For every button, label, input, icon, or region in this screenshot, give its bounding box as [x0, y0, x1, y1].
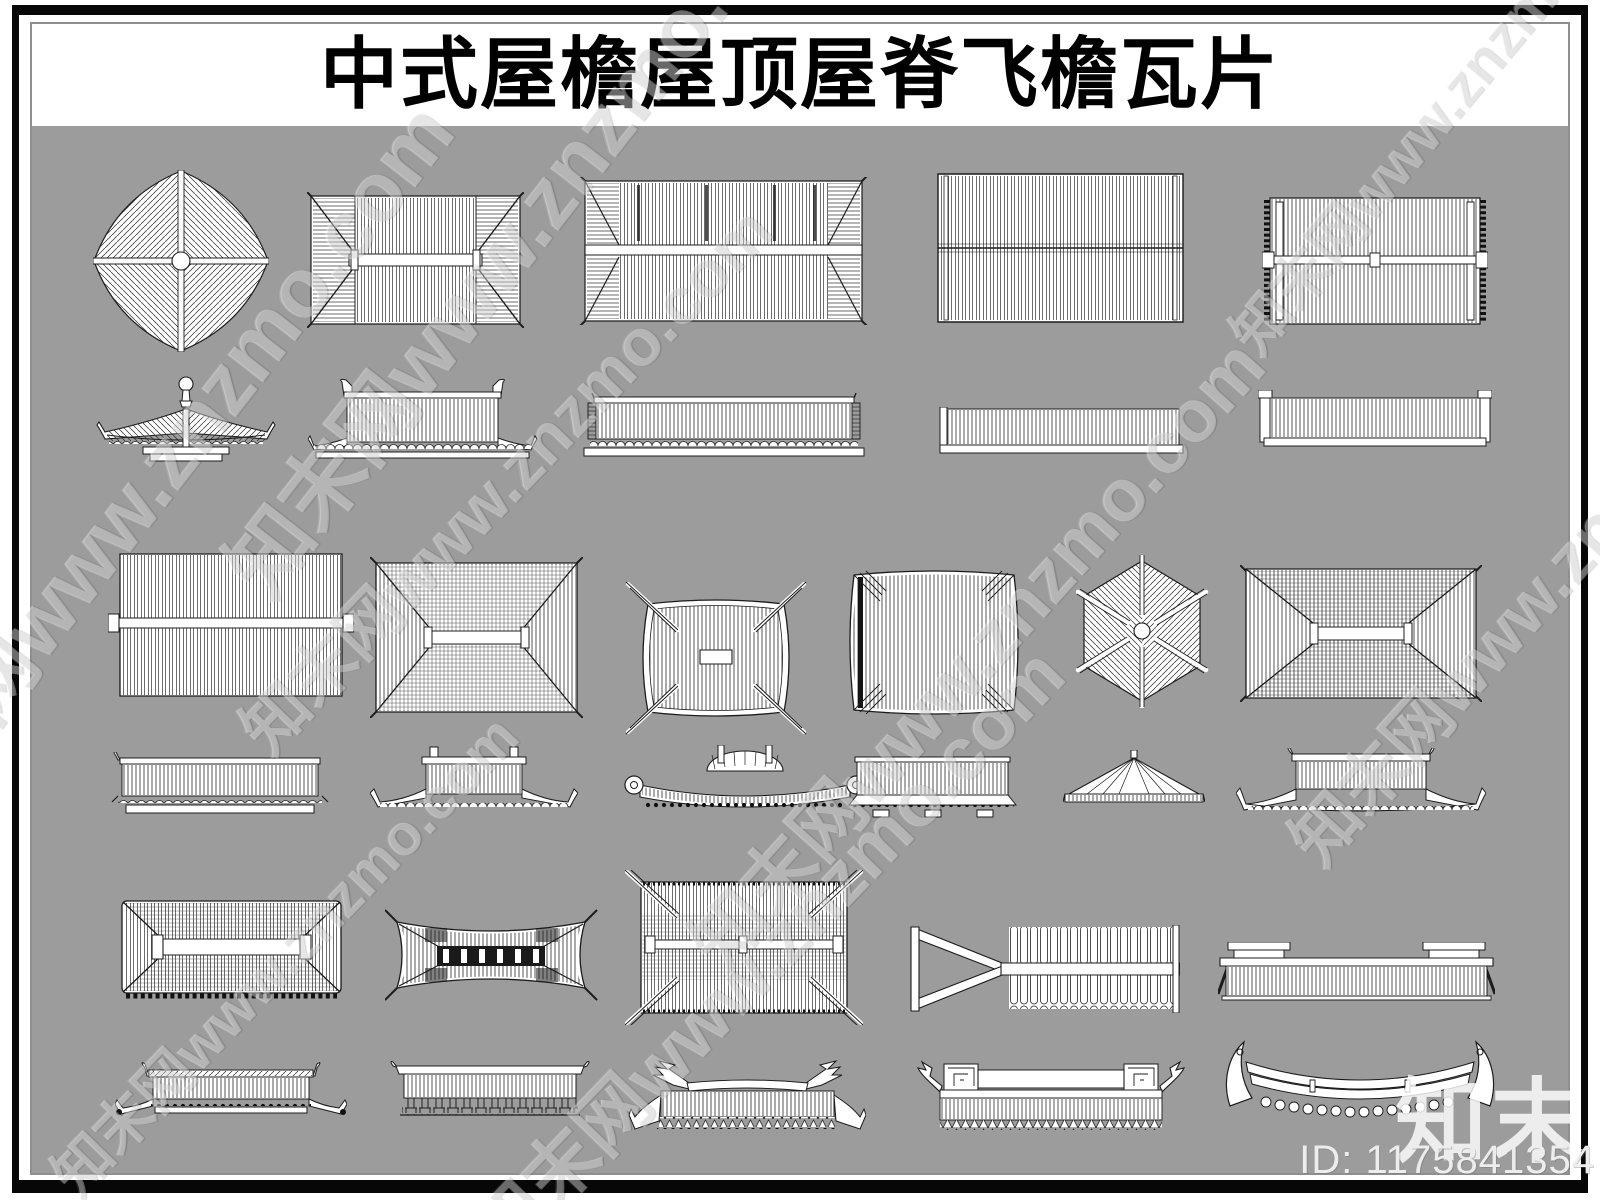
- drawing-canvas: [32, 126, 1568, 1173]
- square-pavilion-roof-plan: [620, 578, 812, 738]
- hip-roof-plan: [370, 557, 583, 718]
- boat-ridge-elevation: [620, 745, 870, 808]
- inner-border-box: [30, 22, 1570, 1175]
- hip-roof-plan-wide: [1240, 565, 1482, 702]
- gable-hip-roof-plan: [307, 192, 524, 328]
- hip-roof-plan-large-ridge: [118, 897, 345, 1003]
- hip-roof-plan-corner-poles: [625, 870, 863, 1025]
- large-hip-gable-roof-plan: [577, 177, 870, 325]
- fret-ornament-ridge-elevation: [916, 1058, 1186, 1130]
- pavilion-roof-elevation-finial: [95, 375, 277, 463]
- pyramidal-pavilion-roof-plan: [93, 170, 269, 352]
- gable-roof-plan-ridge-beam: [108, 550, 354, 700]
- winged-eave-elevation: [370, 745, 578, 810]
- capped-tile-eave-elevation: [1258, 390, 1492, 453]
- page-border-frame: [12, 5, 1588, 1193]
- ridge-plan-chevron-end: [909, 925, 1180, 1013]
- skirted-eave-elevation: [843, 753, 1022, 818]
- winged-ridge-elevation: [629, 1059, 866, 1133]
- page-title: 中式屋檐屋顶屋脊飞檐瓦片: [319, 31, 1280, 118]
- concave-square-roof-plan: [840, 563, 1028, 722]
- straight-eave-elevation: [110, 752, 330, 820]
- gable-wall-roof-elevation: [308, 378, 537, 461]
- hexagonal-pavilion-roof-plan: [1072, 555, 1212, 708]
- wide-winged-eave-elevation: [1236, 748, 1486, 813]
- long-eave-elevation: [580, 393, 868, 462]
- stepped-ridge-elevation: [1218, 942, 1495, 1005]
- plain-tile-eave-elevation: [938, 407, 1185, 455]
- double-slope-roof-plan: [936, 172, 1185, 324]
- upturned-corner-roof-plan: [385, 908, 598, 1002]
- hex-pavilion-elevation: [1063, 750, 1205, 810]
- bracketed-eave-elevation: [390, 1060, 590, 1119]
- ornate-ridge-elevation-hooks: [115, 1062, 347, 1115]
- ridged-roof-plan-serrated-eaves: [1262, 196, 1488, 326]
- boat-shaped-ridge-elevation: [1218, 1040, 1502, 1120]
